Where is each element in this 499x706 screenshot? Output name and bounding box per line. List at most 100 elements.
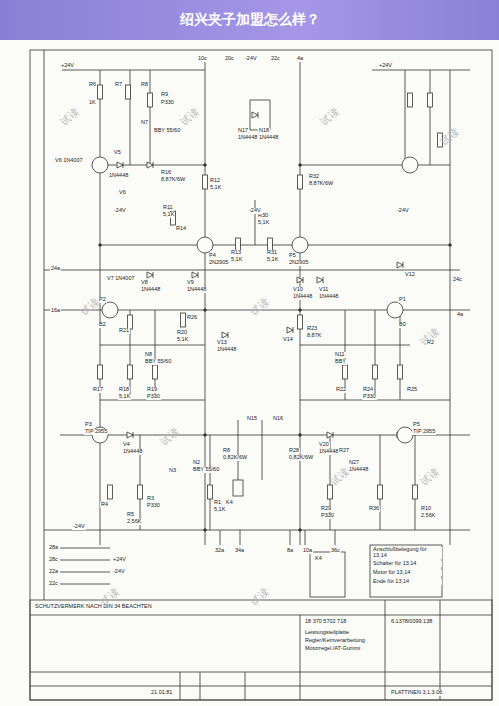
junction-dot	[204, 309, 207, 312]
component-label: P330	[146, 503, 161, 509]
wire	[60, 572, 110, 573]
resistor-symbol	[126, 85, 131, 99]
junction-dot	[204, 164, 207, 167]
component-label: 1N4448	[318, 449, 339, 455]
resistor-symbol	[148, 93, 153, 107]
wire	[130, 70, 131, 165]
component-label: N8	[144, 352, 153, 358]
resistor-symbol	[413, 485, 418, 499]
component-label: R9	[160, 92, 169, 98]
resistor-symbol	[208, 485, 213, 499]
component-label: R4	[100, 502, 109, 508]
resistor-symbol	[298, 315, 303, 329]
diode-symbol	[147, 272, 153, 278]
wire	[60, 584, 110, 585]
resistor-symbol	[398, 365, 403, 379]
transistor-symbol	[402, 157, 418, 173]
component-label: 1K	[88, 100, 97, 106]
component-label: -24V	[113, 208, 127, 214]
resistor-symbol	[181, 313, 186, 327]
diode-symbol	[117, 162, 123, 168]
transistor-symbol	[387, 302, 403, 318]
component-label: N16	[272, 416, 284, 422]
component-label: -24V	[396, 208, 410, 214]
component-label: R18	[118, 387, 130, 393]
diode-symbol	[147, 162, 153, 168]
component-label: 2,56K	[126, 519, 142, 525]
diode-symbol	[127, 432, 133, 438]
diode-symbol	[287, 327, 293, 333]
component-label: N15	[246, 416, 258, 422]
component-label: Motor für 13,14	[372, 570, 442, 576]
diode-bar	[228, 332, 229, 338]
component-label: V8	[140, 280, 149, 286]
watermark: 试读	[318, 105, 342, 129]
wire	[150, 70, 151, 165]
component-label: TIP 2955	[84, 429, 108, 435]
component-label: -24V	[72, 524, 86, 530]
junction-dot	[449, 244, 452, 247]
component-label: R1	[213, 500, 222, 506]
junction-dot	[99, 244, 102, 247]
component-label: R5	[126, 512, 135, 518]
resistor-symbol	[138, 485, 143, 499]
component-label: 28a	[48, 545, 59, 551]
component-label: V13	[216, 340, 228, 346]
component-label: B2	[98, 322, 107, 328]
component-label: 20c	[224, 56, 235, 62]
component-label: 28c	[48, 557, 59, 563]
component-label: 22c	[270, 56, 281, 62]
resistor-symbol	[128, 365, 133, 379]
resistor-symbol	[98, 85, 103, 99]
diode-bar	[153, 162, 154, 168]
component-label: P330	[362, 394, 377, 400]
component-label: N18	[258, 128, 270, 134]
resistor-symbol	[428, 93, 433, 107]
component-label: P3	[84, 422, 93, 428]
component-label: R20	[176, 330, 188, 336]
component-label: +24V	[112, 557, 127, 563]
component-label: 1N4448	[318, 294, 339, 300]
component-label: 34a	[234, 548, 245, 554]
component-label: BBY 55/60	[153, 128, 181, 134]
resistor-symbol	[328, 485, 333, 499]
component-label: N3	[168, 468, 177, 474]
component-label: R31	[266, 250, 278, 256]
component-label: 4a	[456, 312, 464, 318]
wire	[250, 100, 270, 101]
wire	[262, 420, 263, 480]
component-label: R28	[288, 448, 300, 454]
component-label: 6.1378/0099.138	[390, 619, 433, 625]
diode-symbol	[327, 432, 333, 438]
component-label: P330	[320, 513, 335, 519]
component-label: 22a	[48, 569, 59, 575]
component-label: V10	[292, 287, 304, 293]
component-label: PLATTINEN 3.1.3.06	[390, 690, 443, 696]
wire	[375, 310, 376, 400]
component-label: R21	[118, 328, 130, 334]
transistor-symbol	[92, 157, 108, 173]
component-label: Leistungsteilplatte	[304, 630, 350, 636]
component-label: 24c	[452, 277, 463, 283]
watermark: 试读	[248, 295, 272, 319]
component-label: 5,1K	[266, 257, 279, 263]
junction-dot	[299, 434, 302, 437]
component-label: V11	[318, 287, 329, 293]
diode-bar	[293, 327, 294, 333]
watermark: 试读	[178, 105, 202, 129]
component-label: N2	[192, 460, 201, 466]
component-label: R25	[406, 387, 418, 393]
component-label: V6	[118, 190, 127, 196]
title: 绍兴夹子加盟怎么样？	[0, 11, 499, 29]
component-label: -24V	[244, 56, 258, 62]
junction-dot	[204, 434, 207, 437]
wiring	[44, 62, 470, 584]
component-label: +24V	[60, 63, 75, 69]
wire	[238, 420, 239, 480]
junction-dot	[299, 309, 302, 312]
wire	[372, 70, 470, 71]
component-label: R32	[308, 174, 320, 180]
component-label: R23	[306, 326, 318, 332]
component-label: 4a	[296, 56, 304, 62]
component-label: 8,87K/6W	[160, 177, 186, 183]
